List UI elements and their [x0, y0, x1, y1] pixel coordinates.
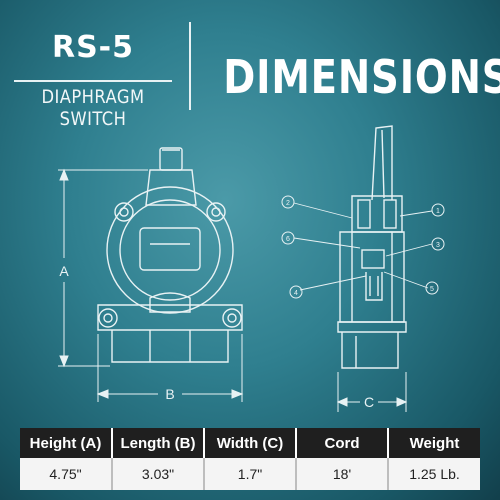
callout-1: 1: [436, 208, 440, 215]
header-weight: Weight: [388, 428, 480, 458]
dimension-c: [336, 372, 408, 412]
product-subtitle: DIAPHRAGM SWITCH: [41, 86, 145, 130]
value-height: 4.75": [20, 458, 113, 490]
dimension-a-label: A: [59, 263, 69, 279]
table-header-row: Height (A) Length (B) Width (C) Cord Wei…: [20, 428, 480, 458]
callout-3: 3: [436, 242, 440, 249]
value-weight: 1.25 Lb.: [388, 458, 480, 490]
model-underline: [14, 80, 172, 82]
dimension-c-label: C: [364, 394, 374, 410]
front-view: [97, 147, 243, 363]
dimension-b: [96, 334, 244, 402]
callout-5: 5: [430, 286, 434, 293]
header-width: Width (C): [204, 428, 297, 458]
value-width: 1.7": [204, 458, 297, 490]
model-name: RS-5: [51, 30, 135, 65]
callout-6: 6: [286, 236, 290, 243]
value-length: 3.03": [112, 458, 205, 490]
callout-leaders: [293, 202, 433, 291]
specs-table: Height (A) Length (B) Width (C) Cord Wei…: [20, 428, 480, 490]
header-cord: Cord: [296, 428, 389, 458]
page-title: DIMENSIONS: [223, 50, 500, 104]
header-length: Length (B): [112, 428, 205, 458]
table-row: 4.75" 3.03" 1.7" 18' 1.25 Lb.: [20, 458, 480, 490]
header-divider: [189, 22, 191, 110]
callout-2: 2: [286, 200, 290, 207]
side-view: [337, 125, 407, 369]
callout-circles: [281, 195, 445, 299]
header-height: Height (A): [20, 428, 113, 458]
value-cord: 18': [296, 458, 389, 490]
callout-4: 4: [294, 290, 298, 297]
dimension-b-label: B: [165, 386, 174, 402]
dimension-a: [58, 168, 148, 368]
